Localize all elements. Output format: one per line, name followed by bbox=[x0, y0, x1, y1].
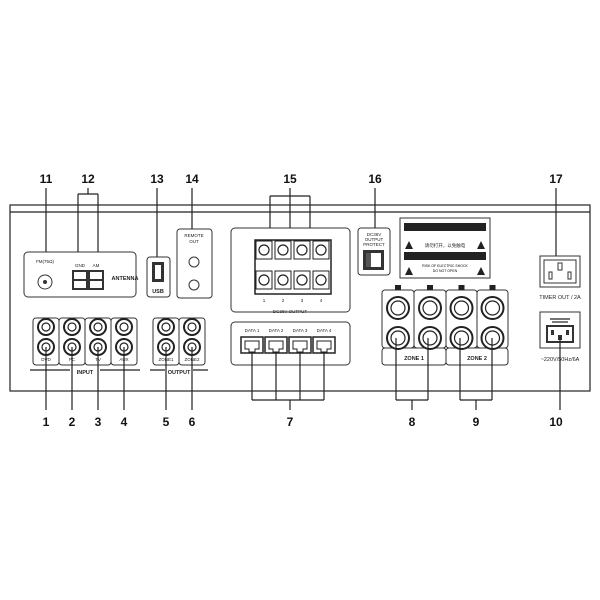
protect-label-2: OUTPUT bbox=[365, 237, 384, 242]
dc-ch4: 4 bbox=[320, 298, 323, 303]
callout-16: 16 bbox=[368, 172, 382, 186]
speaker-terminal[interactable] bbox=[480, 296, 505, 320]
warning-triangle-icon bbox=[405, 241, 413, 249]
dc-output-label: DC36V OUTPUT bbox=[273, 309, 308, 314]
warning-triangle-icon bbox=[405, 267, 413, 275]
callout-3: 3 bbox=[95, 415, 102, 429]
zone-1-label: ZONE 1 bbox=[404, 356, 424, 362]
timer-out-section: TIMER OUT / 2A bbox=[539, 255, 581, 301]
speaker-terminal[interactable] bbox=[418, 326, 442, 350]
rj45-data-port-1[interactable] bbox=[240, 336, 264, 354]
speaker-terminal[interactable] bbox=[449, 296, 474, 320]
protect-label-3: PROTECT bbox=[363, 242, 385, 247]
dc-output-section: DC36V OUTPUT 1 2 3 4 bbox=[230, 227, 351, 314]
fm-label: FM(75Ω) bbox=[36, 259, 54, 264]
warning-label: 请勿打开，以免触电 RISK OF ELECTRIC SHOCK DO NOT … bbox=[399, 217, 491, 279]
remote-out-section: REMOTE OUT bbox=[176, 228, 213, 299]
dc-output-terminal-1[interactable] bbox=[258, 274, 270, 286]
dc-output-terminal-2[interactable] bbox=[277, 244, 289, 256]
protect-label-1: DC36V bbox=[367, 232, 382, 237]
remote-jack-2[interactable] bbox=[188, 279, 200, 291]
speaker-zones bbox=[381, 285, 509, 366]
input-rca-jack-left[interactable] bbox=[63, 318, 81, 336]
callout-5: 5 bbox=[163, 415, 170, 429]
dc-output-terminal-3[interactable] bbox=[296, 244, 308, 256]
callout-6: 6 bbox=[189, 415, 196, 429]
input-rca-jack-left[interactable] bbox=[89, 318, 107, 336]
warning-text-en-2: DO NOT OPEN bbox=[433, 269, 458, 273]
callout-4: 4 bbox=[121, 415, 128, 429]
usb-label: USB bbox=[152, 289, 164, 295]
callouts-bottom: 1 2 3 4 5 6 7 8 9 10 bbox=[43, 415, 563, 429]
data-ports-section: DATA 1 DATA 2 DATA 3 DATA 4 bbox=[230, 321, 351, 366]
output-label: OUTPUT bbox=[168, 370, 191, 376]
warning-text-en-1: RISK OF ELECTRIC SHOCK bbox=[422, 264, 468, 268]
callout-11: 11 bbox=[40, 172, 53, 186]
speaker-terminal[interactable] bbox=[386, 296, 410, 320]
dc-output-terminal-2[interactable] bbox=[277, 274, 289, 286]
data-2-label: DATA 2 bbox=[269, 328, 284, 333]
warning-triangle-icon bbox=[477, 267, 485, 275]
data-3-label: DATA 3 bbox=[293, 328, 308, 333]
am-label: AM bbox=[93, 263, 100, 268]
callout-7: 7 bbox=[287, 415, 294, 429]
antenna-section: FM(75Ω) GND AM ANTENNA bbox=[23, 251, 139, 298]
input-rca-jack-left[interactable] bbox=[115, 318, 133, 336]
dc-output-terminal-1[interactable] bbox=[258, 244, 270, 256]
data-1-label: DATA 1 bbox=[245, 328, 260, 333]
callout-1: 1 bbox=[43, 415, 50, 429]
callout-10: 10 bbox=[549, 415, 563, 429]
dc-output-terminal-4[interactable] bbox=[315, 244, 327, 256]
rj45-data-port-3[interactable] bbox=[288, 336, 312, 354]
speaker-terminal[interactable] bbox=[449, 326, 474, 350]
callout-14: 14 bbox=[185, 172, 199, 186]
dc-output-terminal-3[interactable] bbox=[296, 274, 308, 286]
protect-section: DC36V OUTPUT PROTECT bbox=[357, 227, 391, 276]
callouts-top: 11 12 13 14 15 16 17 bbox=[40, 172, 563, 186]
gnd-label: GND bbox=[75, 263, 86, 268]
data-4-label: DATA 4 bbox=[317, 328, 332, 333]
output-rca-jack-left[interactable] bbox=[183, 318, 201, 336]
speaker-terminal[interactable] bbox=[418, 296, 442, 320]
rca-section bbox=[32, 317, 206, 366]
callout-12: 12 bbox=[81, 172, 95, 186]
warning-text-cn: 请勿打开，以免触电 bbox=[425, 242, 466, 249]
antenna-label: ANTENNA bbox=[112, 276, 139, 282]
zone-2-label: ZONE 2 bbox=[467, 356, 487, 362]
input-rca-jack-left[interactable] bbox=[37, 318, 55, 336]
warning-triangle-icon bbox=[477, 241, 485, 249]
rj45-data-port-4[interactable] bbox=[312, 336, 336, 354]
callout-17: 17 bbox=[549, 172, 563, 186]
usb-section: USB bbox=[146, 256, 171, 298]
timer-out-label: TIMER OUT / 2A bbox=[539, 295, 581, 301]
dc-output-terminal-4[interactable] bbox=[315, 274, 327, 286]
input-label: INPUT bbox=[77, 370, 94, 376]
dc-ch1: 1 bbox=[263, 298, 266, 303]
dc-ch3: 3 bbox=[301, 298, 304, 303]
rj45-data-port-2[interactable] bbox=[264, 336, 288, 354]
speaker-terminal[interactable] bbox=[386, 326, 410, 350]
callout-8: 8 bbox=[409, 415, 416, 429]
callout-9: 9 bbox=[473, 415, 480, 429]
callout-13: 13 bbox=[150, 172, 164, 186]
dc-ch2: 2 bbox=[282, 298, 285, 303]
remote-label: REMOTE bbox=[184, 233, 203, 238]
output-rca-jack-left[interactable] bbox=[157, 318, 175, 336]
remote-jack-1[interactable] bbox=[188, 256, 200, 268]
callout-2: 2 bbox=[69, 415, 76, 429]
leader-lines-bottom bbox=[45, 337, 561, 410]
callout-15: 15 bbox=[283, 172, 297, 186]
remote-out-label: OUT bbox=[189, 239, 199, 244]
